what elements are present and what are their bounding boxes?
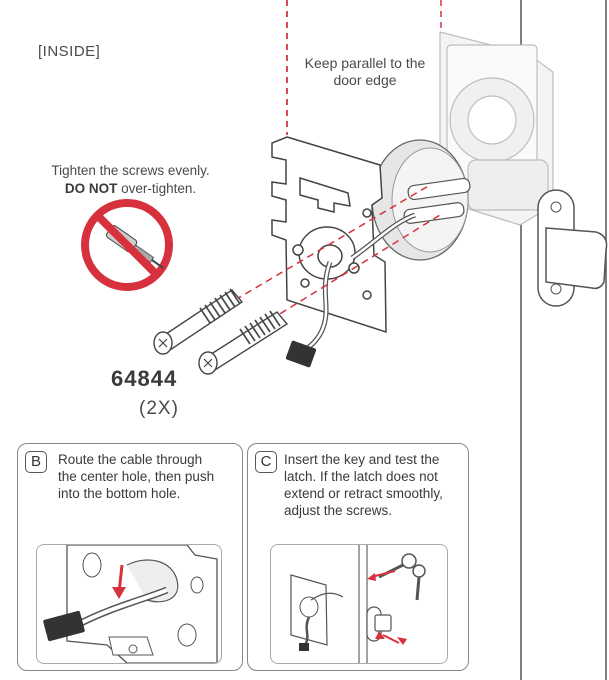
no-overtighten-icon (81, 199, 173, 291)
quantity: (2X) (139, 398, 179, 419)
step-b-panel: B Route the cable through the center hol… (17, 443, 243, 671)
step-b-illustration (36, 544, 222, 664)
step-c-text: Insert the key and test the latch. If th… (284, 452, 443, 518)
deadbolt-body-ghost (439, 31, 554, 226)
alignment-line-upper (234, 184, 431, 301)
step-b-letter: B (25, 451, 47, 473)
tighten-note: Tighten the screws evenly. DO NOT over-t… (28, 162, 233, 198)
parallel-note: Keep parallel to the door edge (304, 55, 426, 88)
tighten-note-rest: over-tighten. (117, 181, 197, 196)
tighten-note-line1: Tighten the screws evenly. (51, 163, 210, 178)
cable (285, 212, 416, 368)
step-b-text: Route the cable through the center hole,… (58, 452, 215, 501)
screw-lower (198, 310, 289, 375)
mounting-plate (271, 136, 387, 334)
tighten-note-line2: DO NOT over-tighten. (28, 180, 233, 198)
inside-label: [INSIDE] (38, 43, 101, 60)
tighten-note-emphasis: DO NOT (64, 181, 118, 196)
part-number: 64844 (111, 366, 178, 391)
step-c-illustration (270, 544, 448, 664)
rose-plate (371, 139, 471, 261)
step-c-letter: C (255, 451, 277, 473)
screw-upper (153, 288, 244, 355)
alignment-line-lower (269, 214, 441, 321)
step-c-panel: C Insert the key and test the latch. If … (247, 443, 469, 671)
latch-faceplate (537, 189, 608, 307)
